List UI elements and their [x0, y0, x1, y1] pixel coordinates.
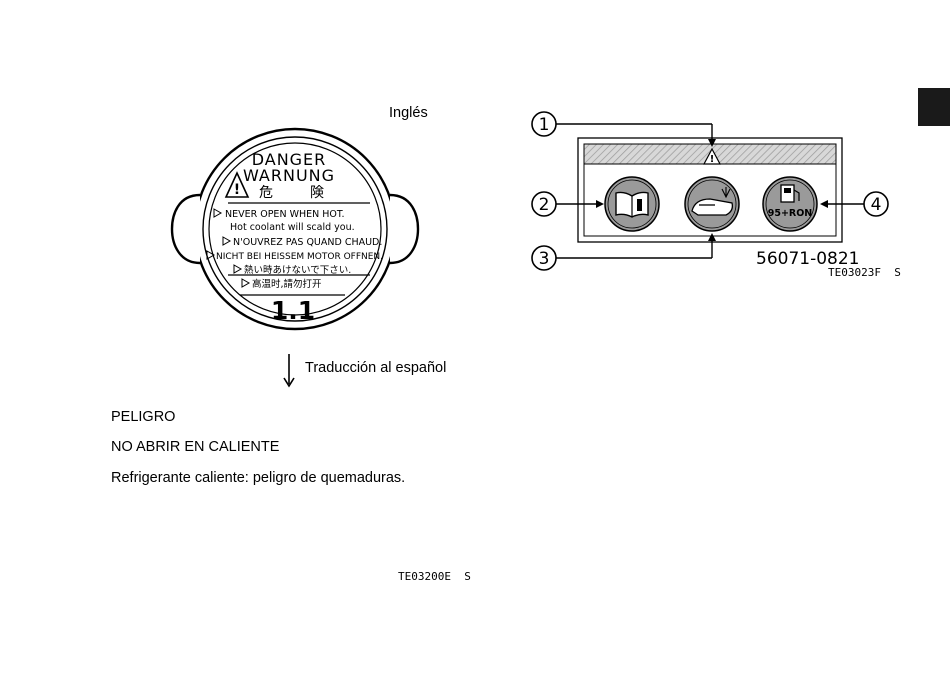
language-label: Inglés	[389, 105, 428, 121]
label-diagram: ! 95+RON 1 2	[531, 111, 889, 271]
callout-3: 3	[531, 233, 716, 271]
cap-warning-line: N'OUVREZ PAS QUAND CHAUD.	[233, 237, 382, 248]
translation-caption: Traducción al español	[305, 360, 447, 376]
diagram-code: TE03023F S	[828, 266, 901, 279]
cap-warning-line: NICHT BEI HEISSEM MOTOR OFFNEN.	[216, 252, 383, 262]
cap-kanji-1: 危	[259, 185, 273, 201]
svg-text:3: 3	[539, 249, 550, 269]
svg-text:!: !	[234, 182, 240, 198]
spanish-line: Refrigerante caliente: peligro de quemad…	[111, 470, 406, 486]
cap-warning-line: Hot coolant will scald you.	[230, 222, 355, 233]
manual-book-icon	[604, 176, 660, 232]
arrow-marker-icon	[213, 208, 223, 218]
spanish-line: PELIGRO	[111, 409, 176, 425]
spanish-line: NO ABRIR EN CALIENTE	[111, 439, 280, 455]
fuel-pump-icon: 95+RON	[762, 176, 818, 232]
cap-ears	[170, 193, 420, 265]
radiator-cap-figure: ! DANGER WARNUNG 危 険 NEVER OPEN WHEN HOT…	[170, 127, 420, 331]
cap-warnung-text: WARNUNG	[243, 166, 335, 185]
arrow-marker-icon	[233, 264, 243, 274]
arrow-marker-icon	[222, 236, 232, 246]
cap-warning-line: 熱い時あけないで下さい.	[244, 264, 351, 276]
svg-text:1: 1	[539, 115, 550, 135]
part-number: 56071-0821	[756, 249, 859, 269]
svg-text:2: 2	[539, 195, 550, 215]
callout-1: 1	[531, 111, 716, 147]
svg-text:4: 4	[871, 195, 882, 215]
warning-triangle-icon: !	[224, 171, 250, 198]
oil-can-icon	[684, 176, 740, 232]
cap-danger-text: DANGER	[252, 150, 327, 169]
callout-4: 4	[820, 191, 889, 217]
cap-warning-line: 高温时,請勿打开	[252, 278, 322, 290]
figure-code: TE03200E S	[398, 570, 471, 583]
callout-2: 2	[531, 191, 604, 217]
cap-kanji-2: 険	[310, 185, 324, 201]
down-arrow-icon	[283, 354, 295, 388]
svg-text:!: !	[710, 154, 715, 165]
arrow-marker-icon	[241, 278, 251, 288]
cap-pressure-rating: 1.1	[271, 296, 315, 325]
section-tab	[918, 88, 950, 126]
fuel-octane-label: 95+RON	[768, 208, 813, 219]
arrow-marker-icon	[206, 250, 216, 260]
cap-warning-line: NEVER OPEN WHEN HOT.	[225, 209, 345, 220]
